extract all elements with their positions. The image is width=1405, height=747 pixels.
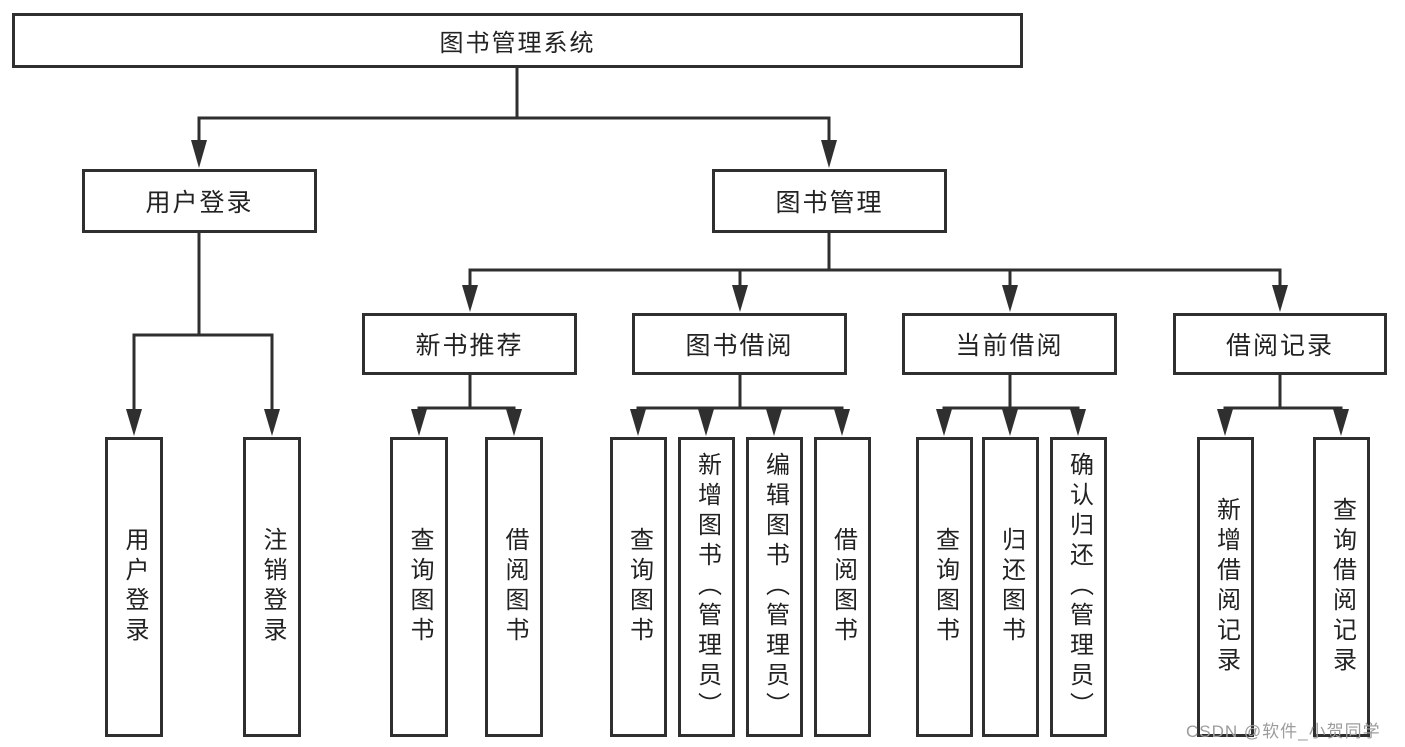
arrowheads (126, 140, 1349, 436)
leaf-add-books-admin: 新增图书（管理员） (678, 437, 735, 737)
node-current-borrowing: 当前借阅 (902, 313, 1117, 375)
leaf-borrow-books-recommend: 借阅图书 (485, 437, 543, 737)
leaf-query-borrow-record: 查询借阅记录 (1313, 437, 1370, 737)
leaf-edit-books-admin: 编辑图书（管理员） (746, 437, 803, 737)
leaf-add-borrow-record: 新增借阅记录 (1197, 437, 1254, 737)
leaf-logout: 注销登录 (243, 437, 301, 737)
node-new-book-recommendation: 新书推荐 (362, 313, 577, 375)
leaf-borrow-books: 借阅图书 (814, 437, 871, 737)
leaf-user-login: 用户登录 (105, 437, 163, 737)
csdn-watermark: CSDN @软件_小贺同学 (1186, 722, 1381, 741)
leaf-return-books: 归还图书 (982, 437, 1039, 737)
leaf-query-books-recommend: 查询图书 (390, 437, 448, 737)
leaf-query-books-borrow: 查询图书 (610, 437, 667, 737)
node-user-login-branch: 用户登录 (82, 169, 317, 233)
node-book-management-branch: 图书管理 (712, 169, 947, 233)
leaf-query-books-current: 查询图书 (916, 437, 973, 737)
node-book-borrowing: 图书借阅 (632, 313, 847, 375)
node-library-management-system: 图书管理系统 (12, 13, 1023, 68)
leaf-confirm-return-admin: 确认归还（管理员） (1050, 437, 1107, 737)
node-borrowing-records: 借阅记录 (1173, 313, 1387, 375)
